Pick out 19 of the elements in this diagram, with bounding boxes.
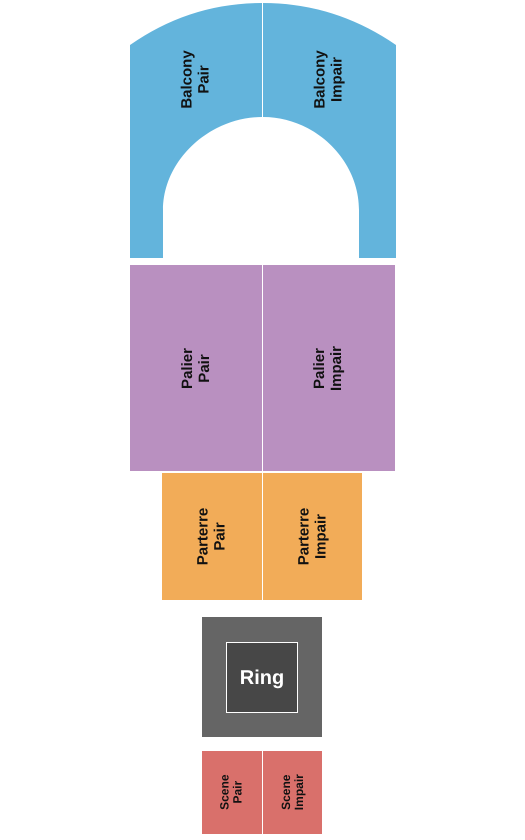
- section-label: Scene Pair: [218, 774, 246, 810]
- seating-section: [130, 265, 262, 471]
- seating-section: [130, 0, 262, 258]
- section-label: Palier Pair: [180, 348, 212, 388]
- seating-section: [162, 473, 262, 600]
- section-label: Parterre Impair: [296, 508, 329, 566]
- section-label: Scene Impair: [279, 774, 306, 810]
- seating-section: [263, 473, 362, 600]
- section-label: Balcony Impair: [313, 50, 346, 108]
- seating-section: [202, 751, 262, 834]
- section-label: Palier Impair: [312, 346, 346, 390]
- seating-section: [263, 265, 395, 471]
- ring-area: [226, 642, 298, 713]
- section-label: Ring: [240, 666, 284, 688]
- section-label: Parterre Pair: [196, 508, 228, 566]
- seating-section: [263, 0, 396, 258]
- section-label: Balcony Pair: [180, 50, 212, 108]
- ring-surround: [202, 617, 322, 737]
- seating-section: [263, 751, 322, 834]
